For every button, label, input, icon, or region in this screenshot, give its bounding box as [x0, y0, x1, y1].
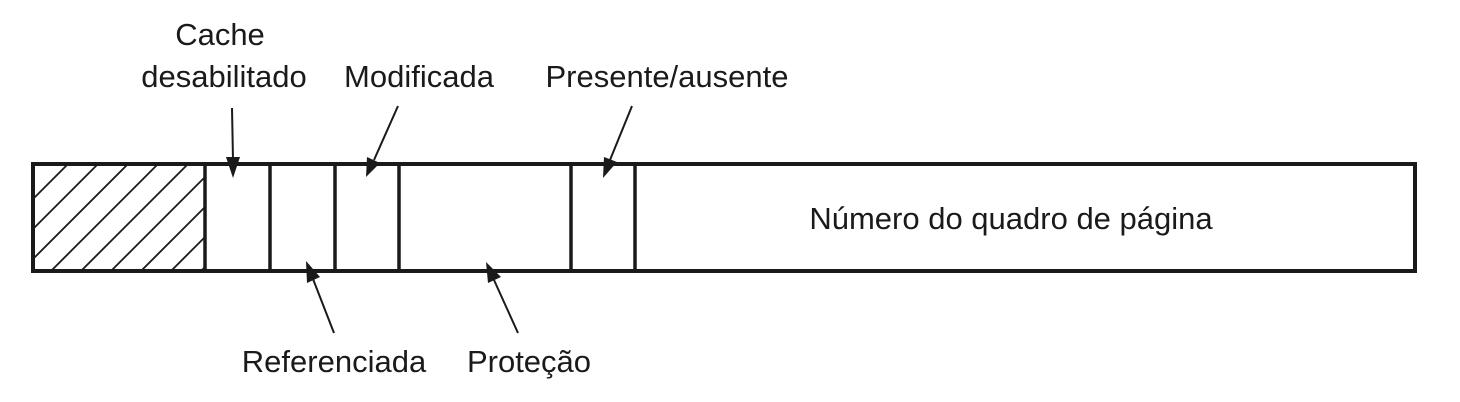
present-absent-arrow [603, 105, 633, 178]
protection-arrow [486, 262, 519, 334]
referenced-arrow [306, 261, 335, 334]
entry-outline [31, 162, 1417, 273]
cache-disabled-label-line1: Cache [175, 17, 265, 52]
cache-disabled-arrow [226, 107, 240, 178]
protection-label: Proteção [467, 344, 591, 379]
present-absent-label: Presente/ausente [545, 59, 788, 94]
referenced-label: Referenciada [242, 344, 427, 379]
page-frame-number-label: Número do quadro de página [809, 201, 1213, 236]
modified-label: Modificada [344, 59, 495, 94]
cache-disabled-label-line2: desabilitado [141, 59, 306, 94]
modified-arrow [366, 105, 399, 177]
unused-bits-hatched-field [33, 164, 205, 271]
